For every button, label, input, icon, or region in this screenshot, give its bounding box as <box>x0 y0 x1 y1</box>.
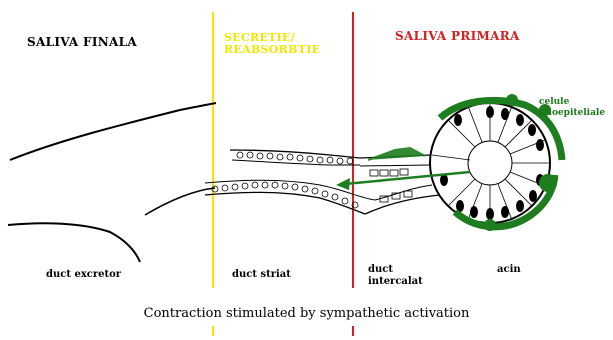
label-myoepithelial-cells: celule mioepiteliale <box>539 97 609 119</box>
zone-title-final-saliva: SALIVA FINALA <box>27 36 137 48</box>
diagram-caption: Contraction stimulated by sympathetic ac… <box>0 307 613 320</box>
label-acinus: acin <box>497 265 521 275</box>
zone-title-primary-saliva: SALIVA PRIMARA <box>395 30 520 42</box>
label-excretory-duct: duct excretor <box>46 270 121 280</box>
label-striated-duct: duct striat <box>232 270 291 280</box>
excretory-duct-inner-wall <box>145 188 215 215</box>
excretory-duct-upper-wall <box>10 103 216 160</box>
label-intercalated-duct: duct intercalat <box>368 264 428 288</box>
zone-title-secretion-reabsorption: SECRETIE/ REABSORBTIE <box>224 32 354 56</box>
excretory-duct-lower-wall <box>8 223 140 262</box>
